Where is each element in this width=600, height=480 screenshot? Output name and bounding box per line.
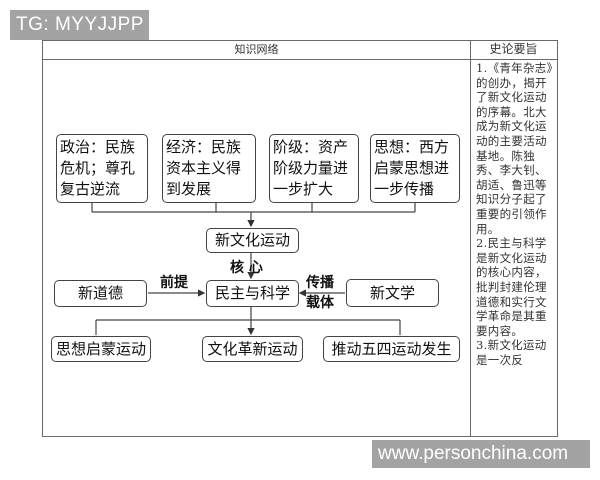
spread-label: 传播 — [306, 275, 334, 291]
summary-point-1: 1.《青年杂志》的创办，揭开了新文化运动的序幕。北大成为新文化运动的主要活动基地… — [476, 61, 553, 236]
summary-point-2: 2.民主与科学是新文化运动的核心内容，批判封建伦理道德和实行文学革命是其重要内容… — [476, 236, 547, 338]
democracy-science-box: 民主与科学 — [206, 280, 299, 307]
cause-economic-box: 经济：民族资本主义得到发展 — [162, 134, 256, 203]
new-morality-box: 新道德 — [54, 280, 147, 307]
column-divider — [470, 59, 471, 436]
summary-text: 1.《青年杂志》的创办，揭开了新文化运动的序幕。北大成为新文化运动的主要活动基地… — [476, 61, 554, 367]
enlightenment-movement-box: 思想启蒙运动 — [51, 336, 151, 362]
cultural-reform-box: 文化革新运动 — [202, 336, 303, 362]
header-knowledge-network: 知识网络 — [43, 41, 471, 60]
new-culture-movement-box: 新文化运动 — [206, 228, 299, 253]
cause-political-box: 政治：民族危机；尊孔复古逆流 — [56, 134, 148, 203]
summary-point-3: 3.新文化运动是一次反 — [476, 338, 547, 367]
premise-label: 前提 — [160, 275, 188, 291]
watermark-top-left: TG: MYYJJPP — [10, 10, 149, 40]
knowledge-table: 知识网络 史论要旨 1.《青年杂志》的创办，揭开了新文化运动的序幕。北大成为新文… — [42, 40, 558, 437]
may-fourth-box: 推动五四运动发生 — [323, 336, 460, 362]
watermark-bottom-right: www.personchina.com — [372, 440, 590, 468]
carrier-label: 载体 — [306, 295, 334, 311]
core-label: 核 心 — [230, 260, 263, 276]
header-historical-summary: 史论要旨 — [470, 41, 557, 60]
cause-class-box: 阶级：资产阶级力量进一步扩大 — [269, 134, 359, 203]
new-literature-box: 新文学 — [346, 279, 439, 307]
cause-ideology-box: 思想：西方启蒙思想进一步传播 — [370, 134, 460, 203]
